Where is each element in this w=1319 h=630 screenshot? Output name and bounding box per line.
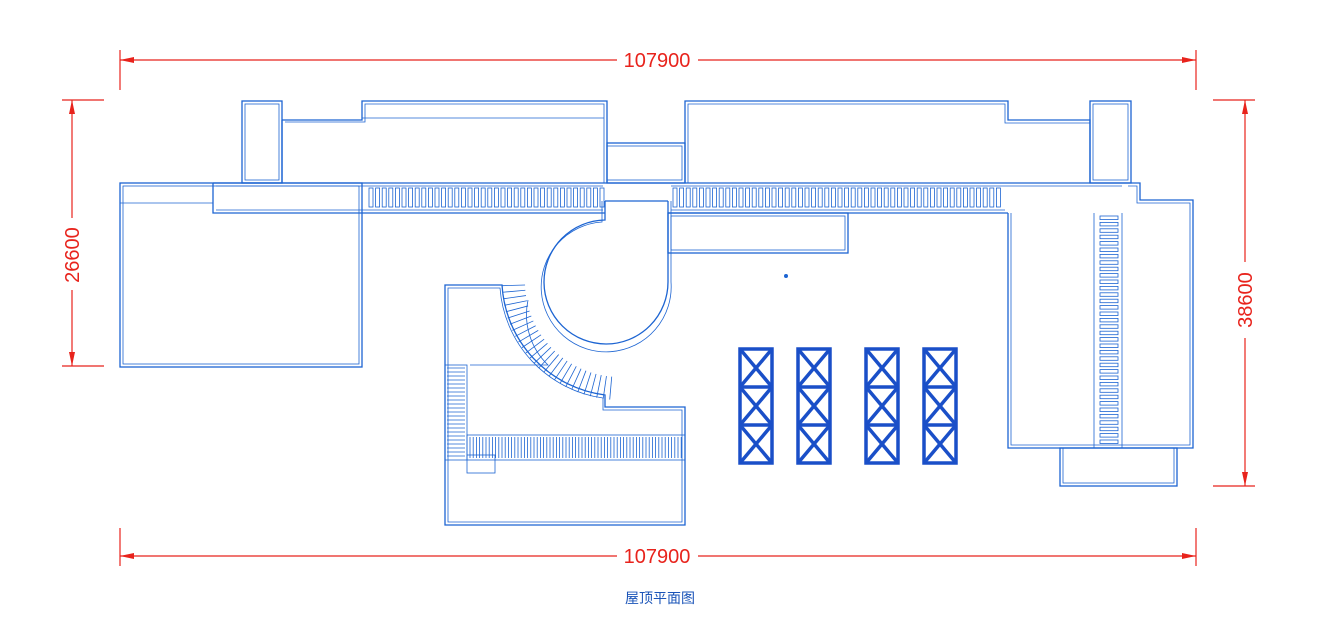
drawing-title: 屋顶平面图 bbox=[625, 591, 695, 607]
ramp-steps bbox=[502, 284, 613, 400]
right-wing bbox=[1007, 182, 1194, 487]
equipment-frame bbox=[864, 347, 900, 465]
equipment-frame bbox=[738, 347, 774, 465]
dimension-top-label: 107900 bbox=[624, 50, 691, 72]
dimension-bottom: 107900 bbox=[119, 528, 1197, 568]
stair-steps bbox=[447, 367, 682, 458]
north-blocks bbox=[241, 100, 1132, 184]
equipment-frame bbox=[796, 347, 832, 465]
equipment-frame bbox=[922, 347, 958, 465]
skylight-row-right bbox=[672, 187, 1001, 208]
survey-point bbox=[784, 274, 788, 278]
skylight-row-vertical bbox=[1099, 215, 1119, 444]
dimension-right: 38600 bbox=[1213, 99, 1257, 487]
skylight-row-left bbox=[368, 187, 605, 208]
dimension-left-label: 26600 bbox=[62, 227, 84, 283]
building-plan bbox=[119, 100, 1194, 526]
dimension-right-label: 38600 bbox=[1235, 272, 1257, 328]
dimension-bottom-label: 107900 bbox=[624, 546, 691, 568]
south-block bbox=[444, 284, 686, 526]
equipment-frames bbox=[738, 347, 958, 465]
central-drum bbox=[540, 201, 849, 353]
dimension-top: 107900 bbox=[119, 50, 1197, 90]
main-corridor bbox=[212, 182, 1125, 214]
dimension-left: 26600 bbox=[62, 99, 104, 367]
left-wing bbox=[119, 182, 363, 368]
